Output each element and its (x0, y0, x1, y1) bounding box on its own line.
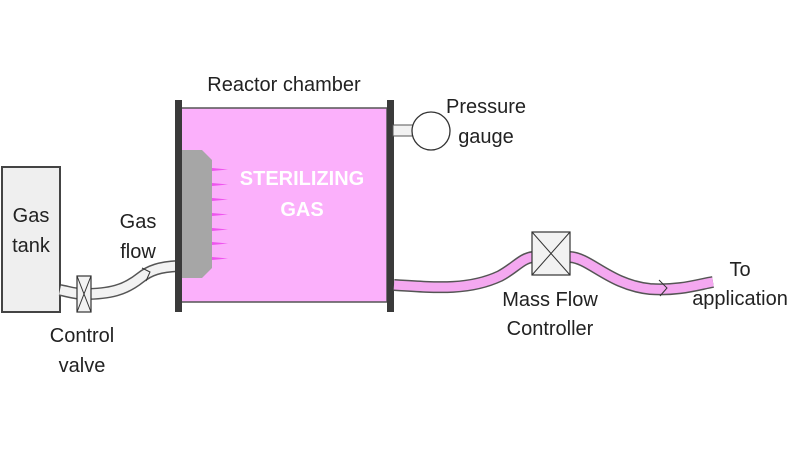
gas-nozzles (212, 168, 228, 260)
reactor-chamber (180, 107, 388, 303)
reactor-chamber-label: Reactor chamber (207, 74, 361, 96)
pressure-gauge (411, 111, 451, 151)
mass-flow-controller[interactable] (531, 231, 571, 276)
control-valve[interactable] (76, 275, 92, 313)
gas-electrode (182, 150, 212, 278)
flow-arrow-icon (141, 267, 151, 282)
flow-arrow-icon (658, 279, 668, 297)
gas-tank (1, 166, 61, 313)
gauge-pipe (392, 124, 414, 137)
chamber-left-wall (175, 100, 182, 312)
chamber-right-wall (387, 100, 394, 312)
